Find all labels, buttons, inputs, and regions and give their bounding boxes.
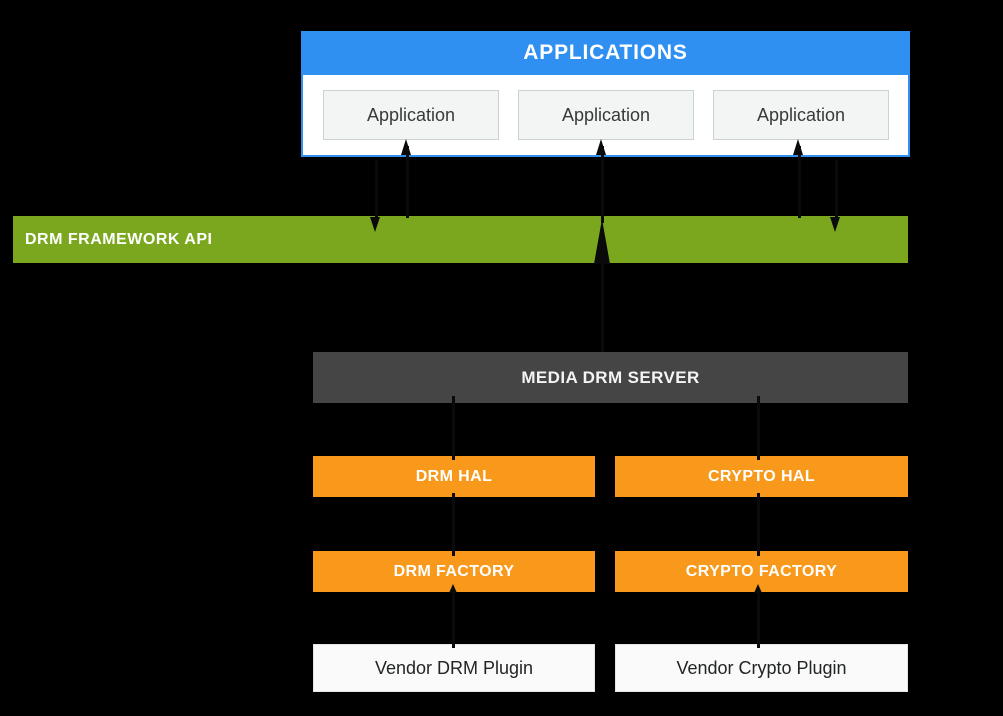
vendor-crypto-plugin-box: Vendor Crypto Plugin: [615, 644, 908, 692]
applications-header-label: APPLICATIONS: [523, 41, 688, 64]
crypto-hal-label: CRYPTO HAL: [707, 467, 816, 485]
connector-server-drmhal: [452, 396, 455, 460]
application-box-label: Application: [756, 104, 846, 125]
arrow-line-app2: [601, 146, 604, 223]
down-arrow-icon-left: [370, 217, 380, 232]
applications-header: APPLICATIONS: [301, 31, 910, 75]
media-drm-server-bar: MEDIA DRM SERVER: [313, 352, 908, 403]
vendor-drm-plugin-box: Vendor DRM Plugin: [313, 644, 595, 692]
arrow-line-down-left: [375, 160, 378, 218]
connector-drmhal-drmfactory: [452, 493, 455, 556]
arrow-line-down-right: [835, 160, 838, 218]
vendor-drm-plugin-label: Vendor DRM Plugin: [374, 657, 534, 678]
up-arrow-icon-cryptofactory: [754, 584, 762, 593]
arrow-line-app3: [798, 146, 801, 218]
application-box-3: Application: [713, 90, 889, 140]
up-arrow-icon-app3: [793, 139, 803, 155]
down-arrow-icon-right: [830, 217, 840, 232]
up-arrow-icon-app1: [401, 139, 411, 155]
up-arrow-icon-app2: [596, 139, 606, 155]
application-box-label: Application: [366, 104, 456, 125]
up-arrow-icon-drmfactory: [449, 584, 457, 593]
crypto-hal-bar: CRYPTO HAL: [615, 456, 908, 497]
drm-framework-api-bar: DRM FRAMEWORK API: [13, 216, 908, 263]
drm-factory-label: DRM FACTORY: [393, 562, 515, 580]
crypto-factory-label: CRYPTO FACTORY: [685, 562, 838, 580]
application-box-1: Application: [323, 90, 499, 140]
application-box-2: Application: [518, 90, 694, 140]
drm-framework-api-label: DRM FRAMEWORK API: [25, 230, 213, 248]
application-box-label: Application: [561, 104, 651, 125]
connector-cryptofactory-vendorcrypto: [757, 590, 760, 648]
big-up-arrow-icon: [594, 219, 610, 264]
vendor-crypto-plugin-label: Vendor Crypto Plugin: [676, 657, 847, 678]
arrow-line-app1: [406, 146, 409, 218]
drm-hal-label: DRM HAL: [415, 467, 493, 485]
media-drm-server-label: MEDIA DRM SERVER: [521, 367, 700, 387]
connector-cryptohal-cryptofactory: [757, 493, 760, 556]
connector-drmfactory-vendordrm: [452, 590, 455, 648]
connector-server-cryptohal: [757, 396, 760, 460]
arrow-line-server-api: [601, 264, 604, 352]
crypto-factory-bar: CRYPTO FACTORY: [615, 551, 908, 592]
drm-hal-bar: DRM HAL: [313, 456, 595, 497]
